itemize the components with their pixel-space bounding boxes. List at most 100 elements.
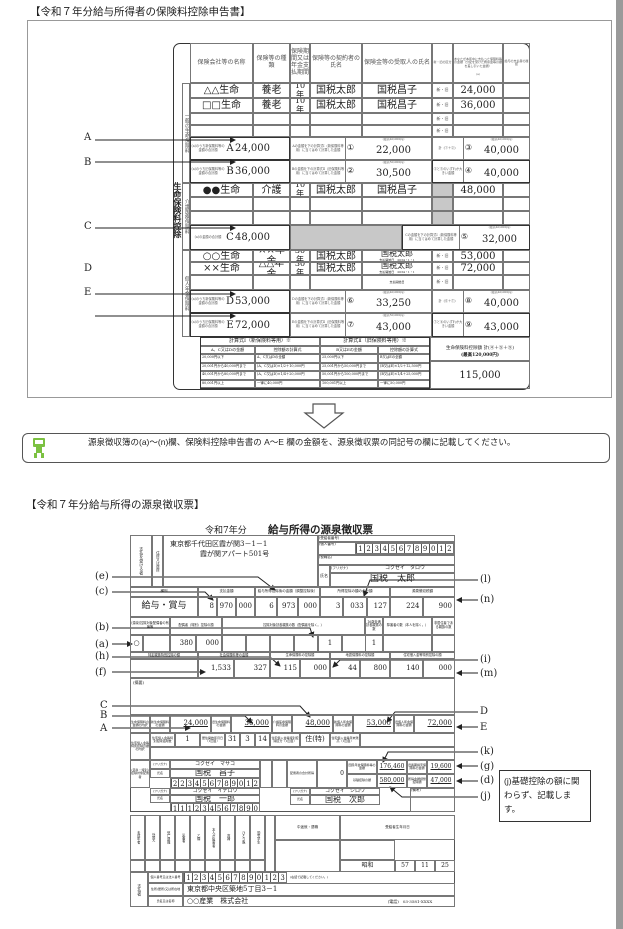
address-cell: [163, 535, 318, 587]
digit: 9: [246, 873, 255, 882]
dependent-count: [342, 635, 366, 652]
policy-confirm: [503, 211, 530, 225]
policy-confirm: [503, 250, 530, 262]
calc-8-max: (最高40,000円): [490, 290, 513, 295]
digit: 1: [262, 873, 270, 882]
old-damage-label: 旧長期損害保険料の金額: [407, 760, 427, 774]
box-E-value: 72,000: [235, 319, 270, 331]
header2-3: 16歳未満扶養親族の数: [365, 617, 383, 635]
spouse-blank: [272, 760, 287, 788]
dep2-furigana: コクゼイ ジロウ: [310, 788, 380, 795]
digit: 6: [207, 779, 215, 788]
insurance-item-value: 53,000: [353, 715, 394, 733]
calc-3-mark: ③: [464, 143, 473, 153]
policy-period: [290, 125, 310, 137]
arrow-D2: [386, 711, 478, 723]
digit: 1: [436, 544, 445, 553]
total-deduction-amount: 3: [320, 597, 344, 617]
category-care: 介護医療保険料: [182, 183, 190, 250]
header2-0: (源泉)控除対象配偶者の有無等: [130, 617, 170, 635]
calc-6-mark: ⑥: [346, 296, 355, 306]
arrow-e: [112, 576, 276, 591]
policy-confirm: [503, 275, 530, 290]
policy-type: ××年金: [253, 250, 290, 262]
insurance-item-value: 24,000: [170, 715, 211, 733]
new-old-disabled: [432, 183, 453, 197]
policy-period: 30年: [290, 262, 310, 275]
policy-company: [190, 197, 253, 211]
digit: 2: [270, 873, 278, 882]
policy-contractor: 国税太郎: [310, 98, 362, 113]
policy-company: ●●生命: [190, 183, 253, 197]
bottom-section-title: 【令和７年分給与所得の源泉徴収票】: [26, 499, 205, 511]
new-old-selector[interactable]: 新・旧: [432, 113, 453, 125]
policy-beneficiary: 支払開始日: [362, 275, 432, 290]
policy-contractor: [310, 197, 362, 211]
housing-label: 住宅借入金等特別控除の額の内訳: [130, 733, 150, 760]
header-period: 保険期間又は年金支払期間: [290, 43, 310, 83]
job-change-label: 中途就・退職: [275, 815, 340, 840]
policy-type: 養老: [253, 98, 290, 113]
life-insurance-deduction: 000: [300, 659, 330, 678]
digit: 5: [200, 779, 207, 788]
new-old-selector[interactable]: 新・旧: [432, 250, 453, 262]
policy-amount: 36,000: [453, 98, 503, 113]
dependent-count: [222, 635, 246, 652]
housing-start-label: 居住開始年月日（1回目）: [200, 733, 225, 747]
flag-6: 寡婦: [220, 815, 235, 860]
under16-count: 1: [365, 635, 383, 652]
address-line-2: 霞が関アパート501号: [200, 550, 270, 559]
calc-7-max: (最高50,000円): [382, 313, 405, 318]
income-adjust: 47,000: [427, 774, 455, 788]
policy-contractor: 国税太郎: [310, 262, 362, 275]
calc-2-frame: [290, 160, 432, 183]
note-label: (備考): [410, 788, 455, 812]
digit: 3: [372, 544, 380, 553]
birth-value: 57: [395, 860, 415, 872]
box-A-letter: A: [226, 143, 234, 154]
digit: 8: [236, 804, 244, 812]
digit: 3: [199, 873, 208, 882]
address-label: 住所又は居所: [152, 535, 163, 587]
box-C-desc: (a)の金額の合計額: [194, 234, 222, 239]
policy-type: △△年金: [253, 262, 290, 275]
policy-contractor: [310, 275, 362, 290]
digit: 5: [388, 544, 396, 553]
policy-contractor: 国税太郎: [310, 250, 362, 262]
policy-amount: 24,000: [453, 83, 503, 98]
dependents-other: 1: [318, 635, 342, 652]
housing-balance: [360, 733, 455, 747]
header2-4: 障害者の数（本人を除く。）: [383, 617, 432, 635]
formula-cell: 25,001円から50,000円まで: [320, 362, 378, 371]
new-old-selector[interactable]: 新・旧: [432, 83, 453, 98]
new-old-selector[interactable]: 新・旧: [432, 275, 453, 290]
withholding-amount: 900: [422, 597, 455, 617]
callout-C: C: [100, 700, 108, 711]
spouse-label: (源泉・特別)控除対象配偶者: [130, 760, 150, 788]
policy-period: 10年: [290, 183, 310, 197]
callout-n: (n): [480, 594, 495, 605]
policy-type: 養老: [253, 83, 290, 98]
box-E: [190, 313, 290, 337]
new-old-selector[interactable]: 新・旧: [432, 125, 453, 137]
policy-contractor: [310, 211, 362, 225]
formula-subhead: B又はEの金額: [320, 346, 378, 354]
scrollbar[interactable]: [616, 0, 623, 929]
header-1: 支払金額: [198, 587, 255, 597]
down-arrow-icon: [303, 403, 345, 429]
policy-period: [290, 113, 310, 125]
total-deduction-amount: 033: [343, 597, 367, 617]
box-D: [190, 290, 290, 313]
callout-k: (k): [480, 746, 494, 757]
callout-d: (d): [480, 775, 495, 786]
calc-2-max: (最高50,000円): [382, 160, 405, 165]
new-old-selector[interactable]: 新・旧: [432, 262, 453, 275]
recipient-name: 国税 太郎: [330, 573, 455, 587]
payer-label: 支払者: [130, 872, 148, 907]
birth-value: 25: [435, 860, 455, 872]
policy-type: [253, 197, 290, 211]
policy-beneficiary: [362, 113, 432, 125]
box-A-value: 24,000: [235, 143, 270, 154]
new-old-selector[interactable]: 新・旧: [432, 98, 453, 113]
callout-l: (l): [480, 574, 492, 585]
